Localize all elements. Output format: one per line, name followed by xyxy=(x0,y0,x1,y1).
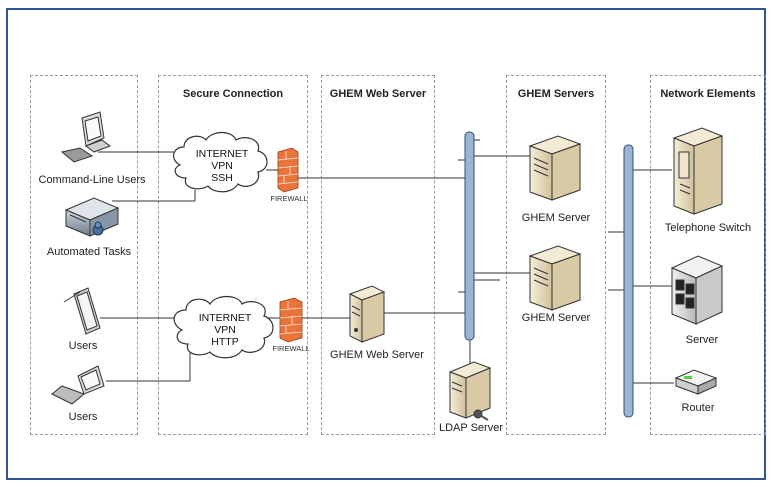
telephone-switch-icon xyxy=(672,127,724,215)
firewall-top-icon xyxy=(277,147,299,193)
rack-server-icon xyxy=(64,197,120,237)
ghem-server-1-label: GHEM Server xyxy=(521,212,591,224)
ghem-server-2-label: GHEM Server xyxy=(521,312,591,324)
cloud-top-line2: VPN xyxy=(211,160,233,172)
web-server-label: GHEM Web Server xyxy=(330,349,424,361)
cloud-bottom xyxy=(173,295,274,359)
firewall-bottom-label: FIREWALL xyxy=(272,344,310,353)
zone-title-secure-connection: Secure Connection xyxy=(182,88,284,100)
tablet-icon xyxy=(63,287,101,335)
cli-users-label: Command-Line Users xyxy=(38,174,146,186)
diagram-frame xyxy=(6,8,766,480)
cloud-top-line3: SSH xyxy=(211,172,233,184)
cloud-top-line1: INTERNET xyxy=(195,148,249,160)
zone-network-elements: Network Elements xyxy=(650,75,766,435)
ghem-server-1-icon xyxy=(528,135,582,201)
network-bus xyxy=(623,144,634,418)
ghem-bus xyxy=(464,131,475,341)
zone-title-ghem-web-server: GHEM Web Server xyxy=(329,88,427,100)
server-cube-icon xyxy=(670,255,724,325)
router-icon xyxy=(674,369,718,395)
cloud-top-label: INTERNET VPN SSH xyxy=(190,148,254,184)
ldap-server-label: LDAP Server xyxy=(439,422,503,434)
cloud-bottom-line3: HTTP xyxy=(211,336,239,348)
telephone-switch-label: Telephone Switch xyxy=(664,222,752,234)
server-label: Server xyxy=(685,334,719,346)
cloud-bottom-line2: VPN xyxy=(214,324,236,336)
firewall-bottom-icon xyxy=(279,297,303,343)
zone-ghem-servers: GHEM Servers xyxy=(506,75,606,435)
automated-tasks-label: Automated Tasks xyxy=(46,246,132,258)
zone-secure-connection: Secure Connection xyxy=(158,75,308,435)
ldap-server-icon xyxy=(448,361,492,421)
zone-title-network-elements: Network Elements xyxy=(660,88,756,100)
cloud-top xyxy=(173,131,268,193)
laptop-users-label: Users xyxy=(68,411,98,423)
router-label: Router xyxy=(681,402,715,414)
cloud-bottom-label: INTERNET VPN HTTP xyxy=(192,312,258,348)
firewall-top-label: FIREWALL xyxy=(270,194,308,203)
laptop-icon xyxy=(51,365,105,405)
cloud-bottom-line1: INTERNET xyxy=(198,312,252,324)
ghem-server-2-icon xyxy=(528,245,582,311)
desktop-computer-icon xyxy=(60,111,112,163)
zone-title-ghem-servers: GHEM Servers xyxy=(517,88,595,100)
tablet-users-label: Users xyxy=(68,340,98,352)
web-server-tower-icon xyxy=(348,285,386,343)
zone-ghem-web-server: GHEM Web Server xyxy=(321,75,435,435)
zone-users xyxy=(30,75,138,435)
